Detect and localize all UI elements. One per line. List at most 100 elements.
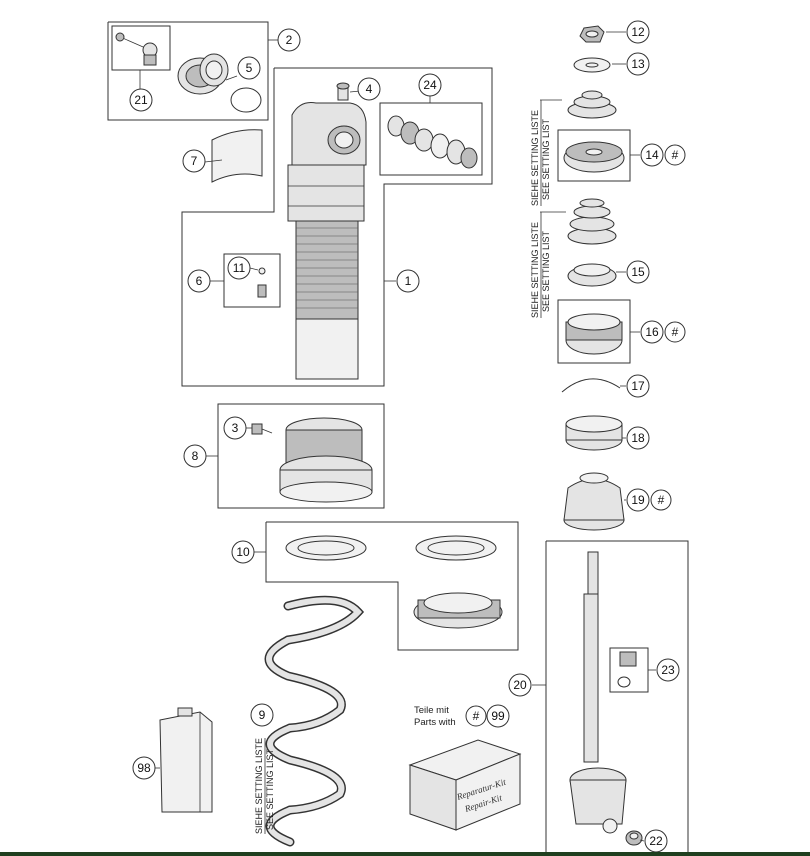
bolt-part	[251, 423, 273, 435]
callout-98: 98	[132, 756, 156, 780]
callout-14: 14	[640, 143, 664, 167]
callout-9: 9	[250, 703, 274, 727]
rod-valve-part	[617, 651, 637, 688]
svg-text:#: #	[672, 325, 679, 339]
callout-19: 19	[626, 488, 650, 512]
washer-part	[573, 57, 611, 73]
o-ring-part	[230, 87, 262, 113]
piston-15-part	[567, 263, 617, 287]
svg-text:21: 21	[134, 93, 148, 107]
callout-24: 24	[418, 73, 442, 97]
svg-text:19: 19	[631, 493, 645, 507]
group-box-21	[111, 25, 171, 71]
svg-text:23: 23	[661, 663, 675, 677]
svg-text:13: 13	[631, 57, 645, 71]
svg-text:15: 15	[631, 265, 645, 279]
bushing-part	[565, 415, 623, 451]
parts-note-de: Teile mit	[414, 705, 449, 716]
svg-text:16: 16	[645, 325, 659, 339]
bump-rubber-part	[563, 472, 625, 531]
bottom-rule	[0, 852, 810, 856]
svg-text:5: 5	[246, 61, 253, 75]
callout-11: 11	[227, 256, 251, 280]
svg-text:11: 11	[233, 261, 246, 275]
svg-text:4: 4	[366, 82, 373, 96]
setting-list-de: SIEHE SETTING LISTE	[530, 110, 540, 206]
nut-part	[579, 25, 605, 43]
svg-text:20: 20	[513, 678, 527, 692]
svg-text:7: 7	[191, 154, 198, 168]
group-box-24	[379, 102, 483, 176]
callout-15: 15	[626, 260, 650, 284]
callout-5: 5	[237, 56, 261, 80]
callout-hash-19: #	[650, 489, 672, 511]
callout-18: 18	[626, 426, 650, 450]
svg-text:99: 99	[491, 709, 505, 723]
svg-text:9: 9	[259, 708, 266, 722]
svg-text:#: #	[672, 148, 679, 162]
callout-16: 16	[640, 320, 664, 344]
setting-list-label-middle: SIEHE SETTING LISTE SEE SETTING LIST	[530, 212, 551, 318]
oil-can-part	[159, 707, 213, 813]
setting-list-en: SEE SETTING LIST	[541, 230, 551, 312]
svg-text:#: #	[658, 493, 665, 507]
group-box-16	[557, 299, 631, 364]
callout-hash-16: #	[664, 321, 686, 343]
callout-8: 8	[183, 444, 207, 468]
callout-21: 21	[129, 88, 153, 112]
svg-text:98: 98	[137, 761, 151, 775]
callout-2: 2	[277, 28, 301, 52]
callout-13: 13	[626, 52, 650, 76]
spring-seat-rings-part	[285, 535, 503, 629]
piston-16-part	[565, 313, 623, 355]
piston-set-part	[387, 115, 478, 169]
reservoir-cap-part	[177, 53, 229, 95]
callout-22: 22	[644, 829, 668, 853]
svg-text:10: 10	[236, 545, 250, 559]
group-box-20	[545, 540, 689, 856]
svg-text:3: 3	[232, 421, 239, 435]
group-box-2	[107, 21, 269, 121]
setting-list-en: SEE SETTING LIST	[265, 748, 275, 830]
callout-23: 23	[656, 658, 680, 682]
svg-text:22: 22	[649, 834, 663, 848]
preload-adjuster-part	[279, 417, 373, 503]
setting-list-label-spring: SIEHE SETTING LISTE SEE SETTING LIST	[254, 738, 275, 834]
callout-20: 20	[508, 673, 532, 697]
callout-hash-14: #	[664, 144, 686, 166]
valve-part	[336, 82, 350, 101]
callout-12: 12	[626, 20, 650, 44]
callout-10: 10	[231, 540, 255, 564]
svg-text:6: 6	[196, 274, 203, 288]
shim-stack-lower-part	[567, 198, 617, 245]
callout-3: 3	[223, 416, 247, 440]
callout-17: 17	[626, 374, 650, 398]
piston-rod-part	[569, 551, 627, 834]
parts-note-en: Parts with	[414, 717, 456, 728]
coil-spring-fill	[266, 597, 363, 845]
svg-text:2: 2	[286, 33, 293, 47]
svg-text:14: 14	[645, 148, 659, 162]
circlip-part	[561, 378, 621, 393]
callout-hash-99: #	[465, 705, 487, 727]
callout-4: 4	[357, 77, 381, 101]
adjuster-knob-part	[115, 32, 158, 66]
repair-kit-box-part: Reparatur-Kit Repair-Kit	[408, 739, 522, 831]
callout-6: 6	[187, 269, 211, 293]
group-box-14	[557, 129, 631, 182]
svg-text:17: 17	[631, 379, 645, 393]
piston-14-part	[563, 141, 625, 173]
schrader-valve-part	[257, 267, 267, 298]
svg-text:12: 12	[631, 25, 645, 39]
callout-99: 99	[486, 704, 510, 728]
setting-list-de: SIEHE SETTING LISTE	[254, 738, 264, 834]
svg-text:1: 1	[405, 274, 412, 288]
callout-7: 7	[182, 149, 206, 173]
svg-text:24: 24	[423, 78, 437, 92]
heat-shield-part	[211, 129, 263, 183]
group-box-1	[181, 67, 493, 387]
callout-1: 1	[396, 269, 420, 293]
shim-stack-upper-part	[567, 90, 617, 119]
svg-text:18: 18	[631, 431, 645, 445]
setting-list-en: SEE SETTING LIST	[541, 118, 551, 200]
